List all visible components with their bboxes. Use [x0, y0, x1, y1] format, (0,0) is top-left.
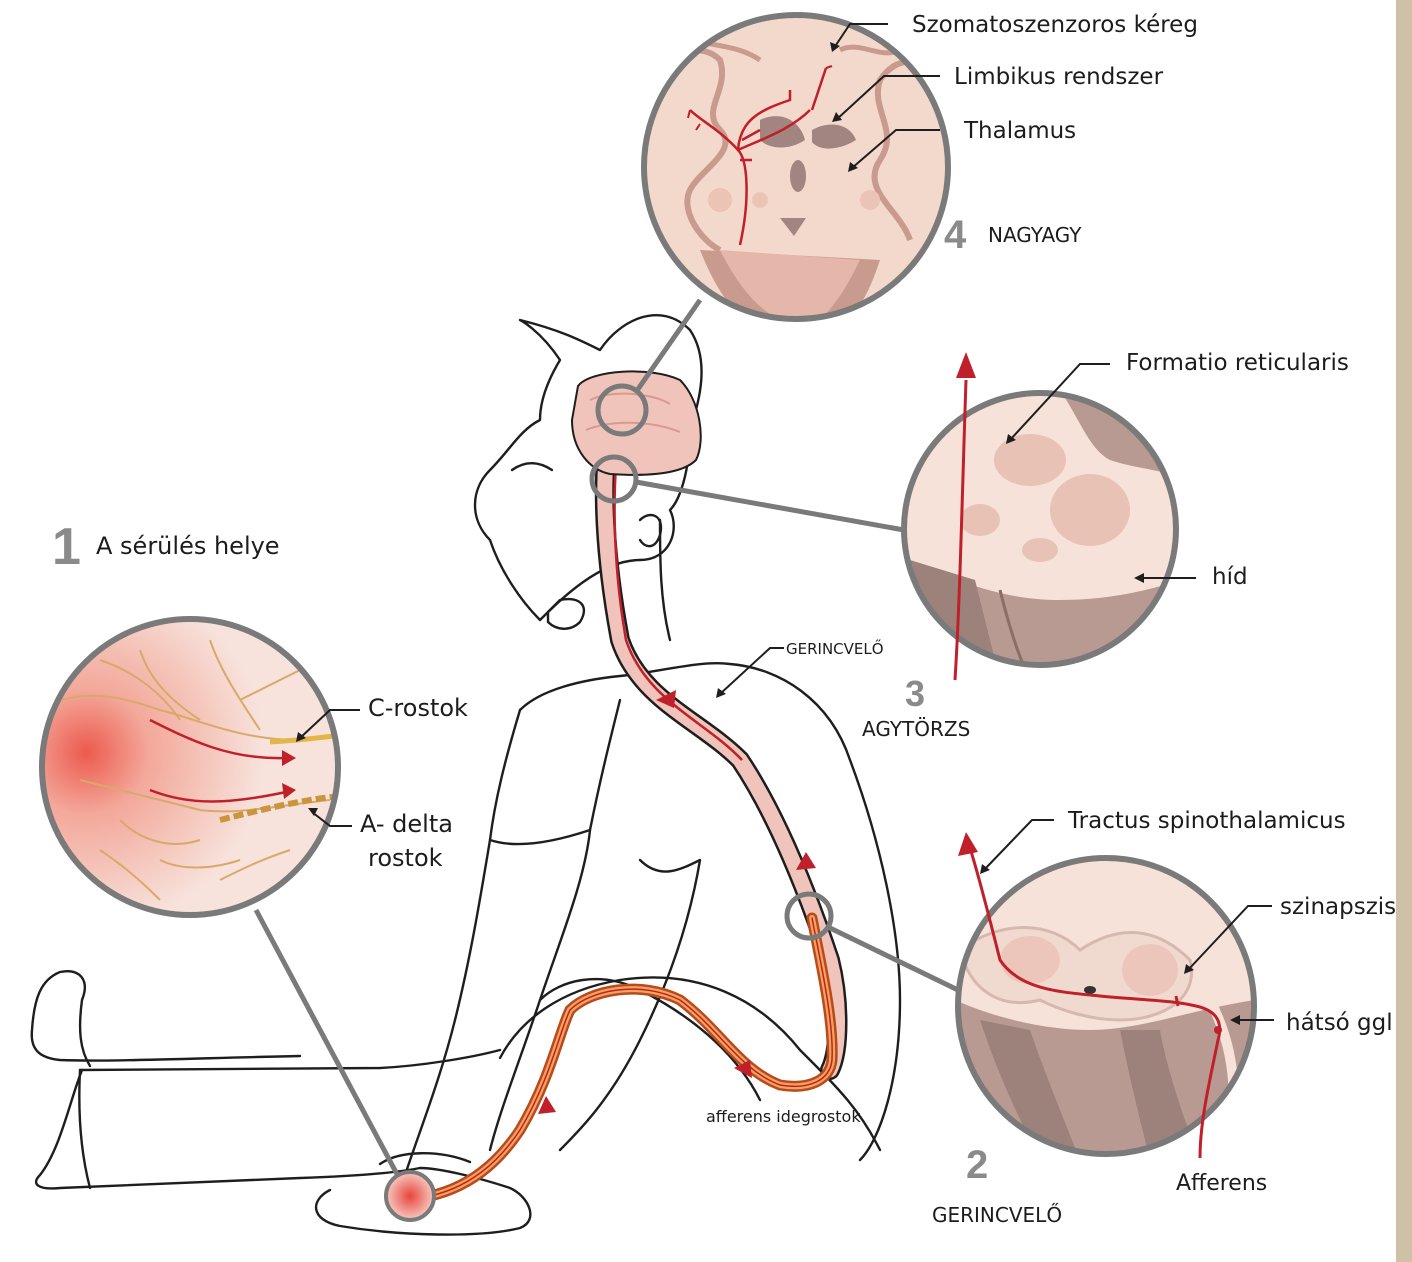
- label-spinal-cord: GERINCVELŐ: [932, 1203, 1062, 1227]
- up-arrow-head-spinal: [958, 832, 978, 856]
- face-mouth: [548, 599, 584, 629]
- label-a-delta-2: rostok: [368, 844, 443, 872]
- label-synapse: szinapszis: [1280, 894, 1396, 920]
- up-arrow-head: [956, 352, 976, 378]
- injury-site-spot: [386, 1172, 434, 1220]
- label-somatosensory-cortex: Szomatoszenzoros kéreg: [912, 12, 1198, 38]
- label-cerebrum: NAGYAGY: [988, 223, 1082, 247]
- right-edge-strip: [1396, 0, 1412, 1262]
- label-a-delta-1: A- delta: [360, 810, 453, 838]
- label-formatio-reticularis: Formatio reticularis: [1126, 350, 1349, 376]
- label-injury-site: A sérülés helye: [96, 532, 280, 560]
- brainstem-zoom-circle: [900, 352, 1180, 680]
- ear-outline: [640, 515, 661, 546]
- label-spinal-cord-small: GERINCVELŐ: [786, 638, 884, 658]
- leg-outline-lower: [79, 1070, 90, 1188]
- spinal-cord: [605, 430, 838, 1070]
- label-c-fibers: C-rostok: [368, 694, 468, 722]
- brain-highlight: [572, 371, 701, 474]
- shirt-outline: [490, 700, 620, 844]
- number-4: 4: [944, 213, 967, 257]
- label-brainstem: AGYTÖRZS: [862, 717, 970, 741]
- label-limbic-system: Limbikus rendszer: [954, 64, 1164, 90]
- leg-outline: [32, 971, 420, 1188]
- brain-zoom-circle: [640, 10, 960, 330]
- label-afferent-fibers: afferens idegrostok: [706, 1107, 861, 1126]
- face-eye: [512, 463, 552, 470]
- label-pons: híd: [1212, 564, 1248, 590]
- spinal-zoom-circle: [955, 832, 1255, 1160]
- number-2: 2: [966, 1143, 988, 1187]
- label-thalamus: Thalamus: [963, 118, 1076, 144]
- label-dorsal-ganglion: hátsó ggl: [1286, 1010, 1393, 1036]
- number-1: 1: [52, 518, 81, 576]
- number-3: 3: [905, 673, 925, 714]
- skin-zoom-circle: [42, 619, 340, 915]
- arm-outline: [405, 830, 590, 1175]
- label-tractus-spinothalamicus: Tractus spinothalamicus: [1067, 808, 1346, 834]
- label-afferent: Afferens: [1176, 1171, 1267, 1196]
